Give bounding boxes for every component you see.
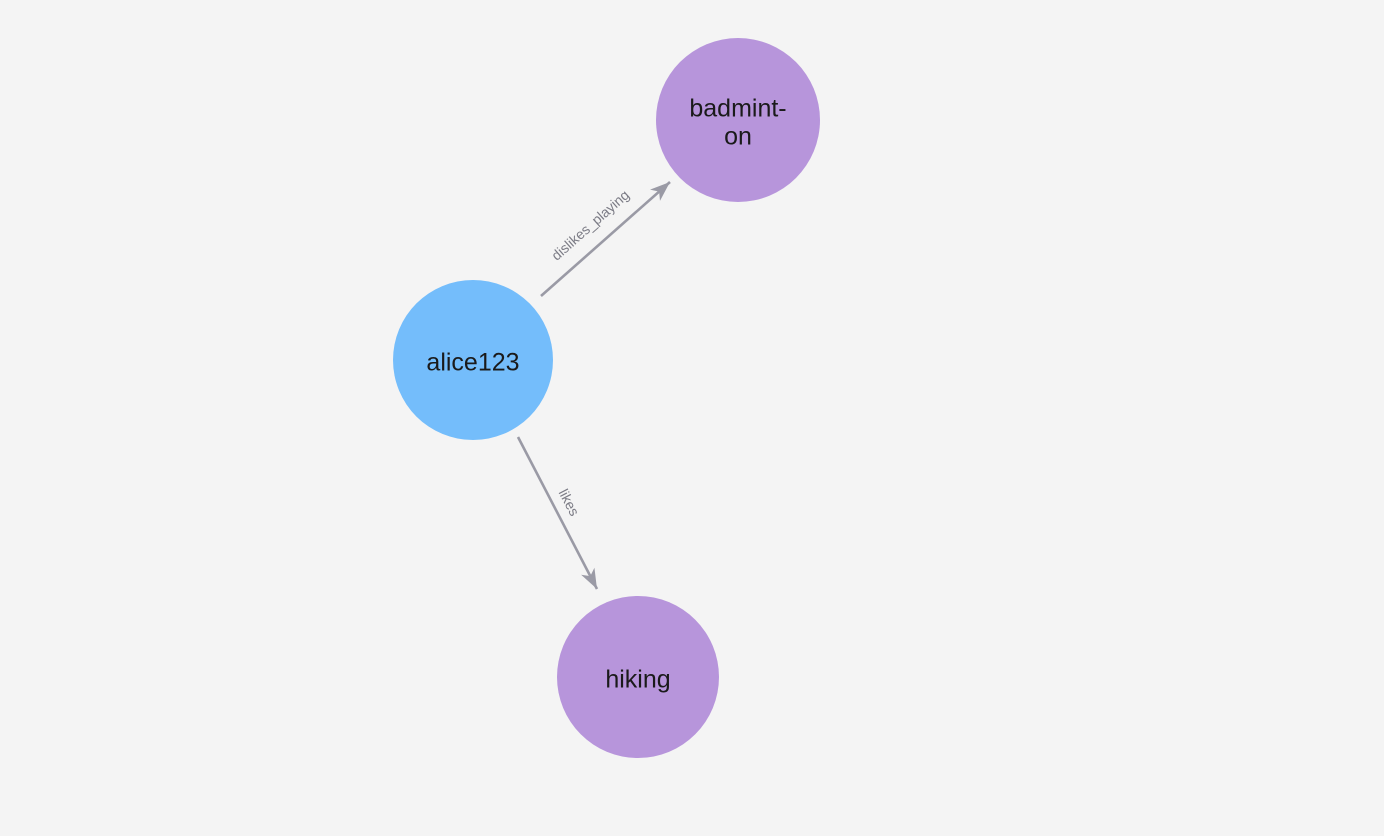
node-circle-hiking[interactable] <box>557 596 719 758</box>
nodes-layer: alice123 badmint- on hiking <box>393 38 820 758</box>
arrowhead-dislikes-playing <box>650 182 670 201</box>
edge-label-likes: likes <box>556 486 583 518</box>
edge-dislikes-playing[interactable]: dislikes_playing <box>540 176 675 297</box>
node-badminton[interactable]: badmint- on <box>656 38 820 202</box>
node-circle-badminton[interactable] <box>656 38 820 202</box>
node-hiking[interactable]: hiking <box>557 596 719 758</box>
edge-line-likes[interactable] <box>516 436 599 590</box>
edge-line-dislikes-playing[interactable] <box>540 181 671 297</box>
node-alice123[interactable]: alice123 <box>393 280 553 440</box>
arrowhead-likes <box>581 567 597 589</box>
edge-likes[interactable]: likes <box>516 436 604 592</box>
node-circle-alice123[interactable] <box>393 280 553 440</box>
